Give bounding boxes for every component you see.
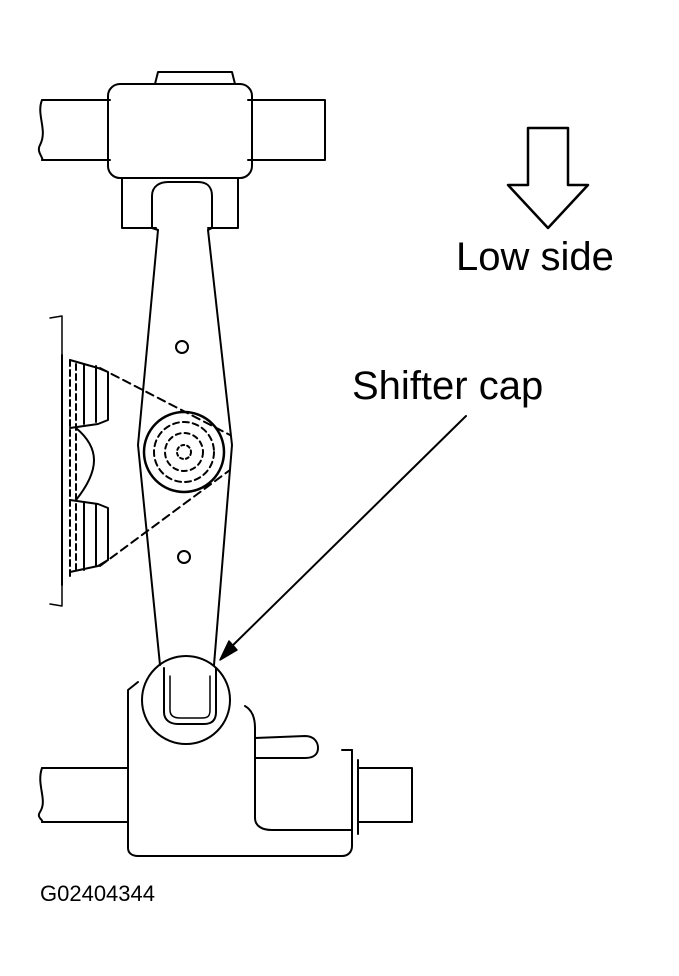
figure-code: G02404344 [40,881,155,906]
shifter-cap [141,655,231,745]
low-side-arrow-icon [506,126,590,230]
shifter-cap-label: Shifter cap [352,364,543,408]
shifter-cap-highlight-circle [141,655,231,745]
callout-leader [219,415,467,661]
lever-lower-hole [177,550,191,564]
lower-bolt [69,499,109,573]
pivot-ring [153,421,215,483]
upper-block [107,71,253,229]
upper-shaft [37,99,326,161]
pivot-center [176,444,192,460]
shifter-lever [137,227,233,666]
pivot-inner [164,432,204,472]
lever-upper-hole [175,340,189,354]
low-side-label: Low side [456,235,614,279]
lower-shaft [37,767,413,823]
lower-block [127,681,359,857]
side-bracket [49,315,231,607]
pivot-outer [142,410,226,494]
upper-bolt [69,359,109,429]
